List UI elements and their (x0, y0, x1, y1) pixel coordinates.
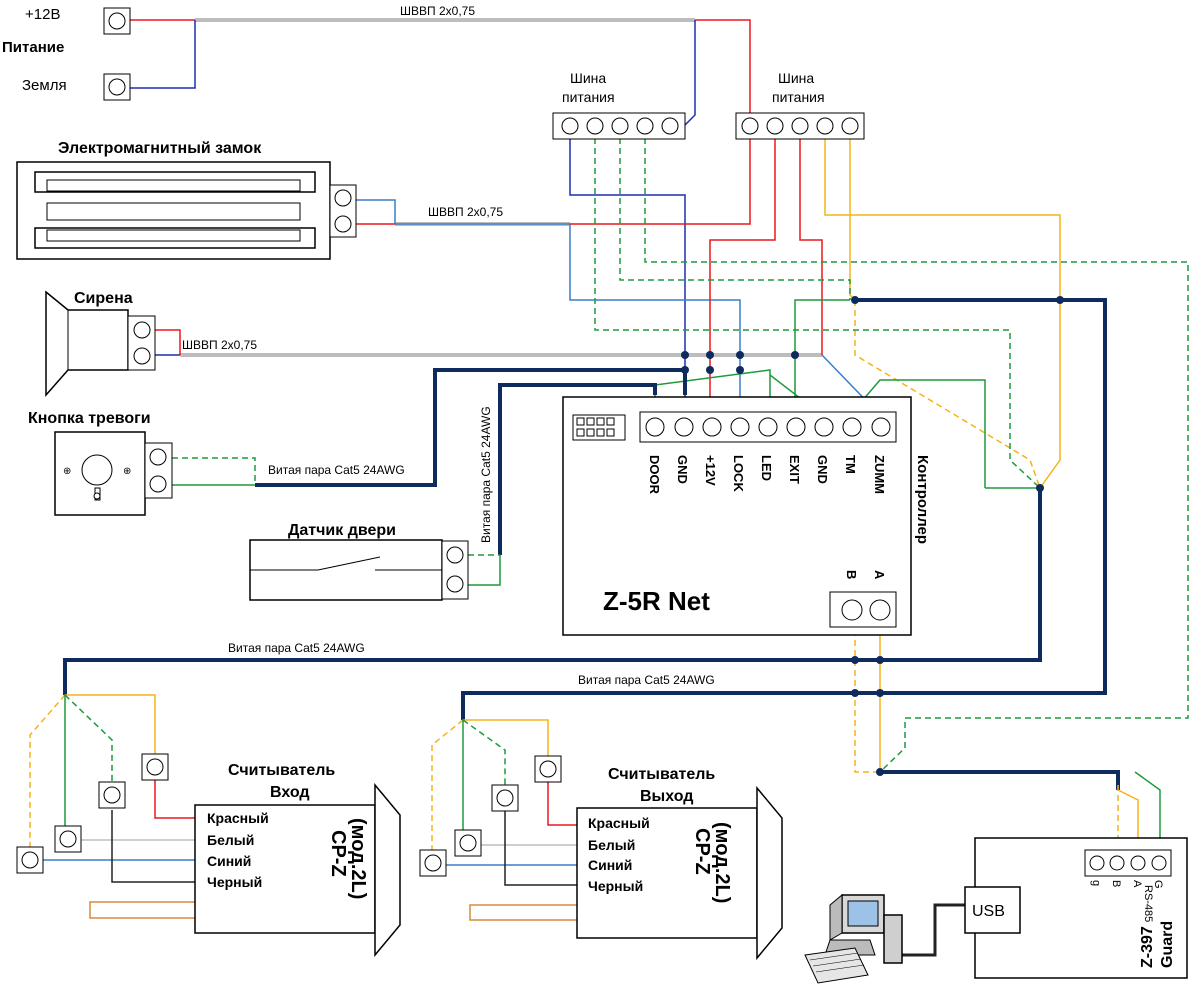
converter-terminal-a: A (1131, 880, 1143, 888)
reader-in-model-2: (мод.2L) (347, 818, 369, 899)
cable-label-reader-out: Витая пара Cat5 24AWG (578, 673, 715, 687)
converter-z397 (964, 837, 1188, 979)
reader-in-wire-blue: Синий (207, 853, 251, 869)
usb-cable (895, 903, 965, 957)
svg-text:⊕: ⊕ (63, 466, 71, 477)
reader-out-wire-blue: Синий (588, 857, 632, 873)
converter-terminal-g: g (1090, 880, 1102, 886)
terminal-label-gnd-2: GND (815, 455, 830, 484)
reader-in-model-1: CP-Z (327, 830, 349, 877)
door-sensor-title: Датчик двери (288, 522, 396, 539)
reader-in-title-1: Считыватель (228, 762, 335, 779)
cable-label-power: ШВВП 2х0,75 (400, 4, 475, 18)
power-title: Питание (2, 39, 64, 56)
reader-out-terminals (419, 755, 562, 877)
reader-out-wire-red: Красный (588, 815, 650, 831)
cable-label-reader-in: Витая пара Cat5 24AWG (228, 641, 365, 655)
power-wires (130, 19, 751, 126)
reader-in-wire-white: Белый (207, 832, 254, 848)
power-bus-left (552, 112, 686, 140)
sensor-wires (172, 457, 501, 586)
terminal-label-tm: TM (843, 455, 858, 474)
power-plus12-terminal (103, 7, 131, 35)
alarm-button-title: Кнопка тревоги (28, 410, 151, 427)
terminal-label-door: DOOR (647, 455, 662, 495)
power-bus-right (735, 112, 865, 140)
door-sensor (249, 539, 469, 601)
lock-title: Электромагнитный замок (58, 140, 262, 157)
siren (45, 290, 156, 397)
converter-rs485-label: RS-485 (1142, 885, 1154, 922)
converter-model-2: Guard (1159, 921, 1176, 968)
cable-label-alarm: Витая пара Cat5 24AWG (268, 463, 405, 477)
rs485-wires (854, 610, 1161, 860)
reader-out (576, 785, 783, 961)
cable-label-door: Витая пара Cat5 24AWG (479, 406, 493, 543)
controller-side-label: Контроллер (914, 455, 931, 544)
reader-out-wire-black: Черный (588, 878, 643, 894)
power-bus-left-label-2: питания (562, 89, 615, 105)
terminal-label-exit: EXIT (787, 455, 802, 484)
terminal-label-led: LED (759, 455, 774, 481)
power-bus-right-label-1: Шина (778, 70, 814, 86)
reader-in (194, 782, 401, 958)
alarm-button: ⊕ ⊕ (54, 431, 173, 516)
siren-title: Сирена (74, 290, 133, 307)
controller-terminal-labels: DOOR GND +12V LOCK LED EXIT GND TM ZUMM (647, 455, 887, 495)
reader-in-wire-black: Черный (207, 874, 262, 890)
power-ground-terminal (103, 73, 131, 101)
converter-terminal-b: B (1110, 880, 1122, 887)
cable-label-lock: ШВВП 2х0,75 (428, 205, 503, 219)
reader-out-model-2: (мод.2L) (711, 822, 733, 903)
bus-wires (155, 138, 1189, 773)
power-plus12-label: +12В (25, 6, 60, 23)
reader-in-wire-red: Красный (207, 810, 269, 826)
reader-out-model-1: CP-Z (691, 828, 713, 875)
reader-out-title-2: Выход (640, 788, 693, 805)
electromagnetic-lock (16, 161, 357, 260)
cable-label-siren: ШВВП 2х0,75 (182, 338, 257, 352)
controller-model: Z-5R Net (603, 586, 710, 616)
svg-text:⊕: ⊕ (123, 466, 131, 477)
reader-out-wires (431, 719, 577, 921)
converter-model-1: Z-397 (1139, 926, 1156, 968)
power-bus-left-label-1: Шина (570, 70, 606, 86)
controller-z5r (562, 396, 912, 636)
junction-dots (681, 296, 1064, 776)
power-ground-label: Земля (22, 77, 67, 94)
reader-in-terminals (16, 753, 169, 874)
cat5-cables (63, 298, 1120, 790)
controller-rs-a-label: A (872, 570, 887, 580)
terminal-label-lock: LOCK (731, 455, 746, 492)
terminal-label-12v: +12V (703, 455, 718, 486)
power-bus-right-label-2: питания (772, 89, 825, 105)
controller-rs-b-label: B (844, 570, 859, 579)
converter-terminal-gnd: G (1152, 880, 1164, 889)
reader-in-wires (29, 694, 195, 919)
computer-icon (804, 893, 903, 984)
reader-in-title-2: Вход (270, 784, 310, 801)
terminal-label-zumm: ZUMM (872, 455, 887, 494)
usb-label: USB (972, 903, 1005, 920)
reader-out-wire-white: Белый (588, 837, 635, 853)
terminal-label-gnd-1: GND (675, 455, 690, 484)
reader-out-title-1: Считыватель (608, 766, 715, 783)
